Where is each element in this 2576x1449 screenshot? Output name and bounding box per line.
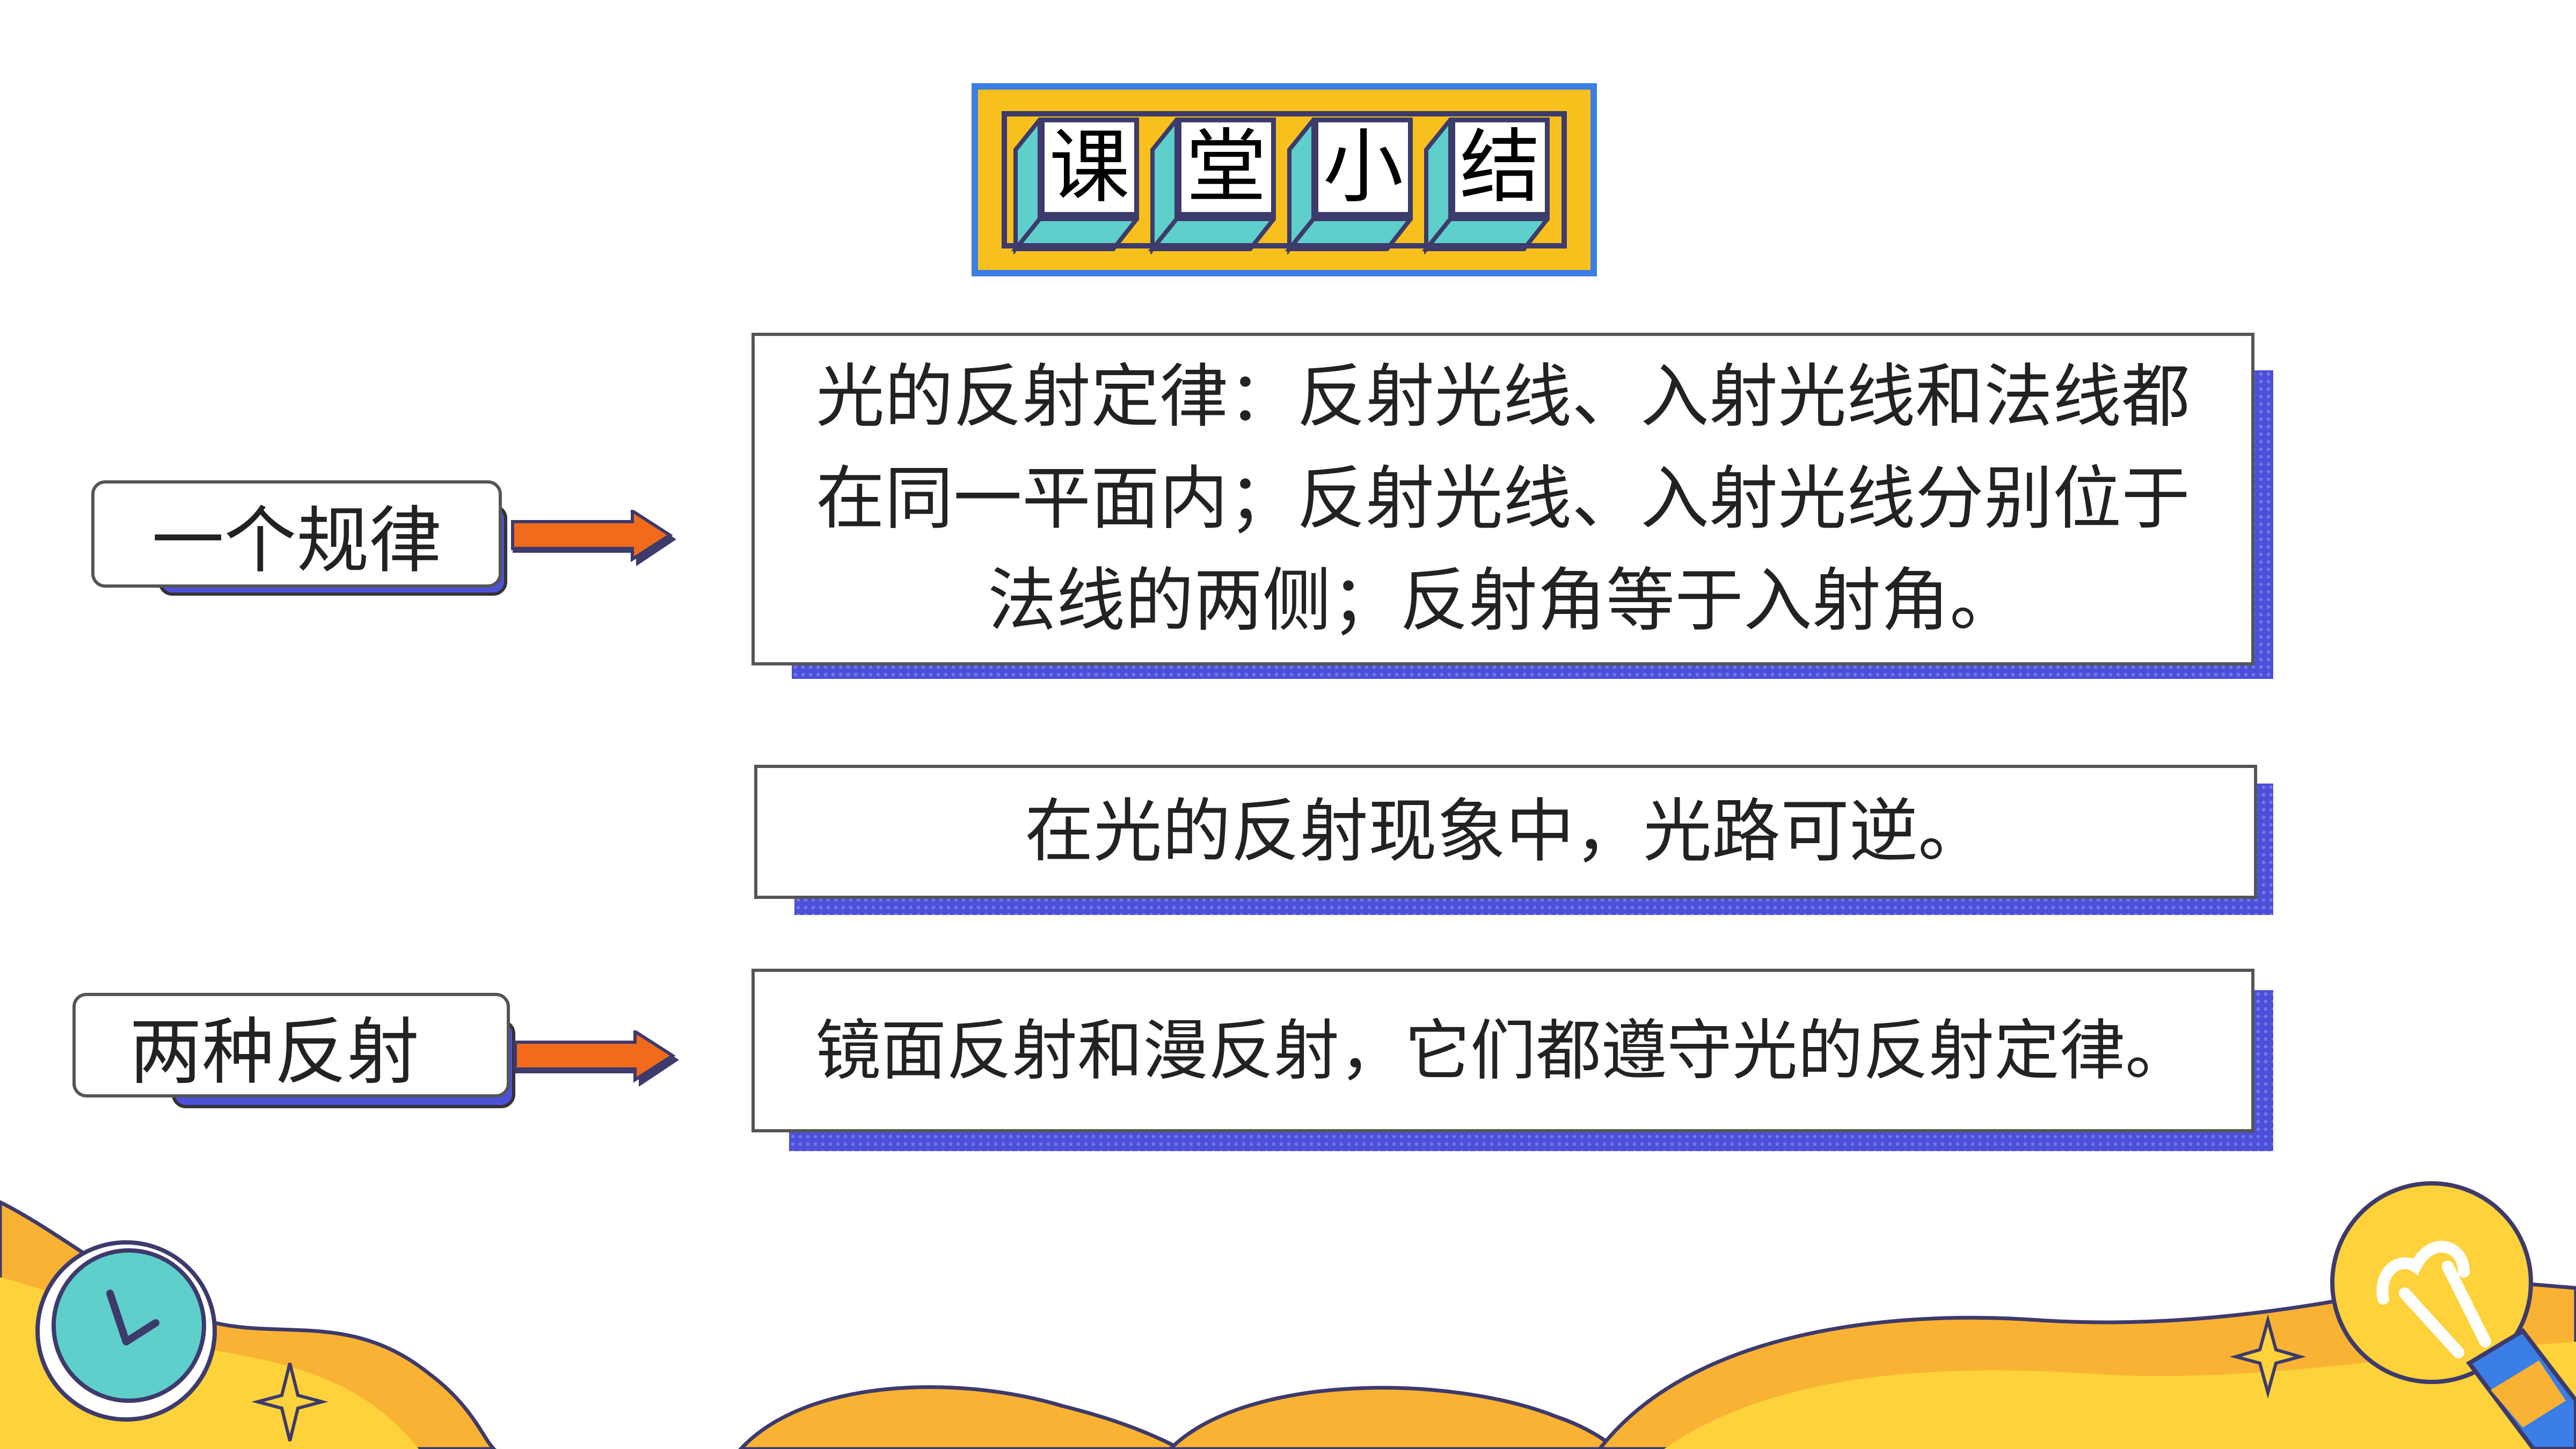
title-tile: 课: [1010, 118, 1139, 254]
reversible-text: 在光的反射现象中，光路可逆。: [1024, 792, 1987, 872]
two-reflections-box: 镜面反射和漫反射，它们都遵守光的反射定律。: [751, 969, 2254, 1132]
title-tile: 小: [1284, 118, 1413, 254]
arrow-right-icon: [514, 1030, 679, 1087]
clock-icon: [35, 1240, 217, 1422]
title-tile: 结: [1421, 118, 1550, 254]
law-line: 在同一平面内；反射光线、入射光线分别位于: [815, 459, 2190, 539]
sparkle-icon: [251, 1314, 2307, 1441]
title-char: 结: [1450, 118, 1550, 217]
tile-cube-shape: [1421, 118, 1550, 254]
title-banner: 课 堂 小 结: [972, 83, 1597, 276]
lightbulb-icon: [2330, 1181, 2576, 1449]
two-reflections-text: 镜面反射和漫反射，它们都遵守光的反射定律。: [815, 1012, 2191, 1089]
law-label: 一个规律: [91, 480, 502, 588]
tile-cube-shape: [1285, 118, 1413, 254]
law-line: 法线的两侧；反射角等于入射角。: [987, 561, 2018, 641]
title-char: 课: [1040, 118, 1139, 217]
title-char: 小: [1313, 118, 1413, 217]
reversible-box: 在光的反射现象中，光路可逆。: [754, 765, 2257, 899]
tile-cube-shape: [1148, 118, 1276, 254]
law-box: 光的反射定律：反射光线、入射光线和法线都 在同一平面内；反射光线、入射光线分别位…: [751, 333, 2254, 665]
two-reflections-label: 两种反射: [72, 993, 510, 1097]
arrow-right-icon: [511, 510, 676, 566]
title-tile: 堂: [1147, 118, 1276, 254]
law-line: 光的反射定律：反射光线、入射光线和法线都: [815, 357, 2190, 437]
tile-cube-shape: [1011, 118, 1139, 254]
title-char: 堂: [1177, 118, 1276, 217]
